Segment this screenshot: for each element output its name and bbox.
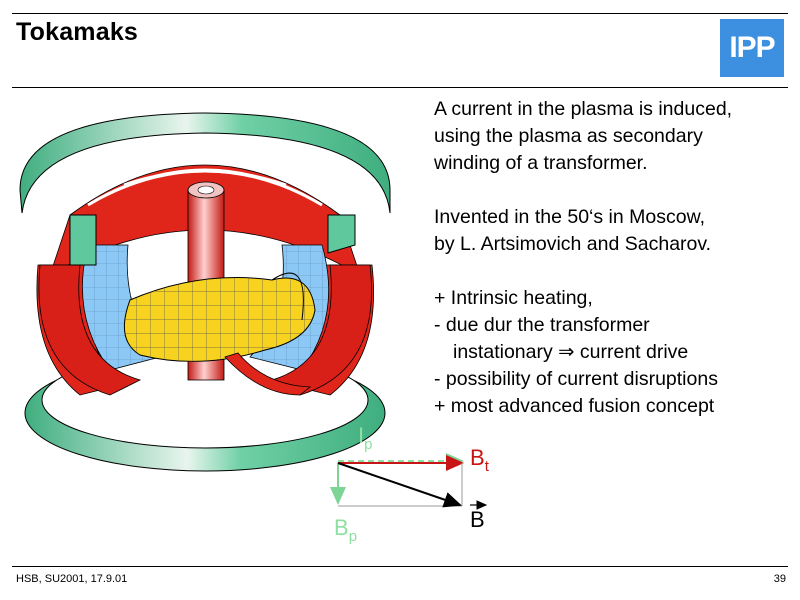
- ip-label: Ip: [358, 423, 372, 453]
- body-line: Invented in the 50‘s in Moscow,: [434, 206, 705, 228]
- slide-title: Tokamaks: [16, 18, 139, 46]
- b-total-arrow: [337, 462, 462, 508]
- slide-body: A current in the plasma is induced, usin…: [434, 96, 794, 420]
- ipp-logo: IPP: [720, 19, 784, 77]
- plasma-torus: [123, 272, 316, 362]
- page-number: 39: [773, 573, 786, 585]
- body-line: by L. Artsimovich and Sacharov.: [434, 233, 712, 255]
- bt-label: Bt: [470, 445, 490, 475]
- field-vector-diagram: Ip Bt Bp B: [330, 423, 490, 545]
- footer-info: HSB, SU2001, 17.9.01: [16, 573, 128, 585]
- bp-label: Bp: [334, 515, 357, 545]
- title-rule: [12, 87, 788, 88]
- front-field-coils: [38, 264, 372, 396]
- body-line: A current in the plasma is induced,: [434, 98, 733, 120]
- top-rule: [12, 13, 788, 14]
- body-line: winding of a transformer.: [434, 152, 648, 174]
- body-line: + most advanced fusion concept: [434, 395, 715, 417]
- body-line: instationary ⇒ current drive: [453, 341, 689, 363]
- body-line: using the plasma as secondary: [434, 125, 703, 147]
- body-line: + Intrinsic heating,: [434, 287, 593, 309]
- tokamak-illustration: [19, 112, 391, 472]
- body-line: - due dur the transformer: [434, 314, 650, 336]
- b-total-label: B: [470, 507, 485, 532]
- body-line: - possibility of current disruptions: [434, 368, 718, 390]
- upper-poloidal-coil: [19, 112, 391, 266]
- footer-rule: [12, 566, 788, 567]
